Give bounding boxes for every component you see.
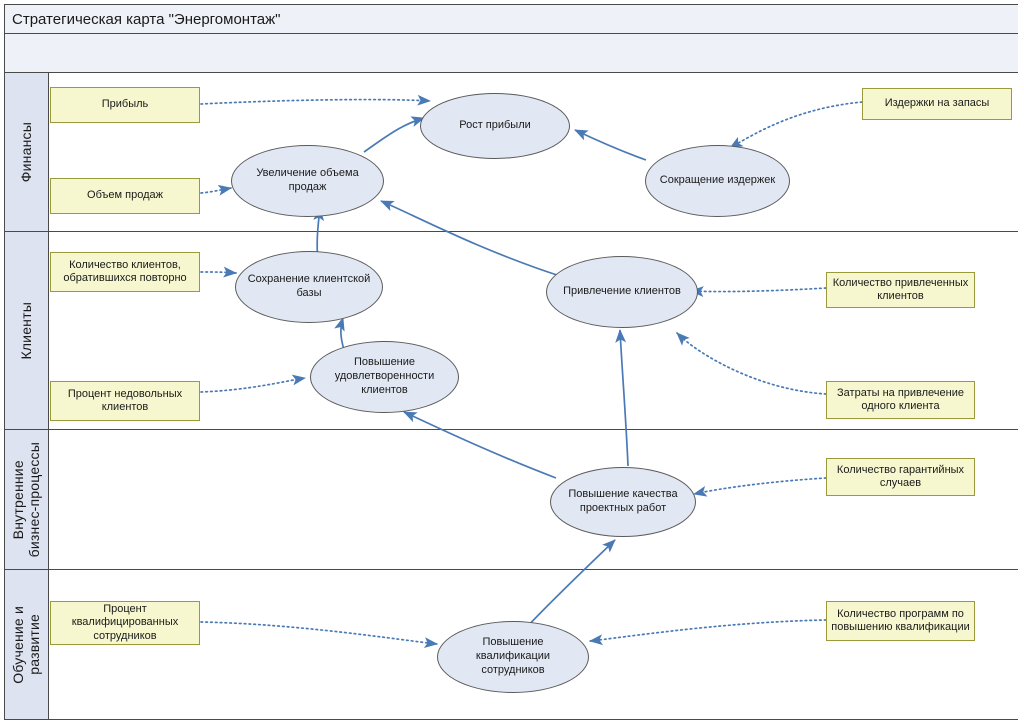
- kpi-box-sales-volume[interactable]: Объем продаж: [50, 178, 200, 214]
- kpi-label: Процент недовольных клиентов: [67, 387, 183, 413]
- lane-processes: [49, 430, 1018, 570]
- kpi-box-repeat-clients[interactable]: Количество клиентов, обратившихся повтор…: [50, 252, 200, 292]
- objective-profit-growth[interactable]: Рост прибыли: [420, 93, 570, 159]
- kpi-label: Процент квалифицированных сотрудников: [71, 602, 179, 642]
- perspective-label-clients: Клиенты: [5, 232, 49, 430]
- perspective-label-processes: Внутренние бизнес-процессы: [5, 430, 49, 570]
- objective-sales-increase[interactable]: Увеличение объема продаж: [231, 145, 384, 217]
- kpi-label: Издержки на запасы: [884, 97, 990, 110]
- kpi-box-warranty-cases[interactable]: Количество гарантийных случаев: [826, 458, 975, 496]
- objective-cost-reduction[interactable]: Сокращение издержек: [645, 145, 790, 217]
- perspective-label-text: Внутренние бизнес-процессы: [10, 441, 43, 558]
- perspective-label-learning: Обучение и развитие: [5, 570, 49, 719]
- kpi-label: Количество привлеченных клиентов: [832, 276, 969, 302]
- kpi-label: Количество клиентов, обратившихся повтор…: [63, 258, 187, 284]
- kpi-box-training-programs[interactable]: Количество программ по повышению квалифи…: [826, 601, 975, 641]
- kpi-label: Количество гарантийных случаев: [836, 463, 965, 489]
- objective-design-quality[interactable]: Повышение качества проектных работ: [550, 467, 696, 537]
- objective-label: Увеличение объема продаж: [256, 167, 359, 193]
- objective-label: Повышение удовлетворенности клиентов: [334, 356, 435, 396]
- kpi-box-profit[interactable]: Прибыль: [50, 87, 200, 123]
- kpi-label: Затраты на привлечение одного клиента: [837, 386, 964, 412]
- perspective-label-text: Обучение и развитие: [10, 605, 43, 684]
- kpi-box-cost-per-client[interactable]: Затраты на привлечение одного клиента: [826, 381, 975, 419]
- objective-label: Сохранение клиентской базы: [247, 273, 371, 299]
- perspective-label-finance: Финансы: [5, 73, 49, 232]
- objective-label: Повышение квалификации сотрудников: [475, 636, 551, 676]
- objective-label: Сокращение издержек: [659, 174, 776, 187]
- page-title: Стратегическая карта "Энергомонтаж": [12, 10, 281, 28]
- objective-label: Повышение качества проектных работ: [568, 488, 678, 514]
- objective-client-acquisition[interactable]: Привлечение клиентов: [546, 256, 698, 328]
- objective-label: Привлечение клиентов: [563, 285, 681, 298]
- objective-client-retention[interactable]: Сохранение клиентской базы: [235, 251, 383, 323]
- objective-satisfaction-growth[interactable]: Повышение удовлетворенности клиентов: [310, 341, 459, 413]
- kpi-box-acquired-clients[interactable]: Количество привлеченных клиентов: [826, 272, 975, 308]
- kpi-box-unhappy-clients[interactable]: Процент недовольных клиентов: [50, 381, 200, 421]
- kpi-label: Объем продаж: [87, 189, 163, 202]
- kpi-box-inventory-costs[interactable]: Издержки на запасы: [862, 88, 1012, 120]
- objective-label: Рост прибыли: [459, 119, 531, 132]
- subtitle-band: [5, 34, 1018, 73]
- kpi-box-qualified-staff[interactable]: Процент квалифицированных сотрудников: [50, 601, 200, 645]
- perspective-label-text: Финансы: [18, 121, 35, 183]
- objective-staff-qualification[interactable]: Повышение квалификации сотрудников: [437, 621, 589, 693]
- diagram-title-bar: Стратегическая карта "Энергомонтаж": [5, 5, 1018, 34]
- perspective-label-text: Клиенты: [18, 301, 35, 360]
- kpi-label: Прибыль: [101, 98, 149, 111]
- kpi-label: Количество программ по повышению квалифи…: [831, 607, 970, 633]
